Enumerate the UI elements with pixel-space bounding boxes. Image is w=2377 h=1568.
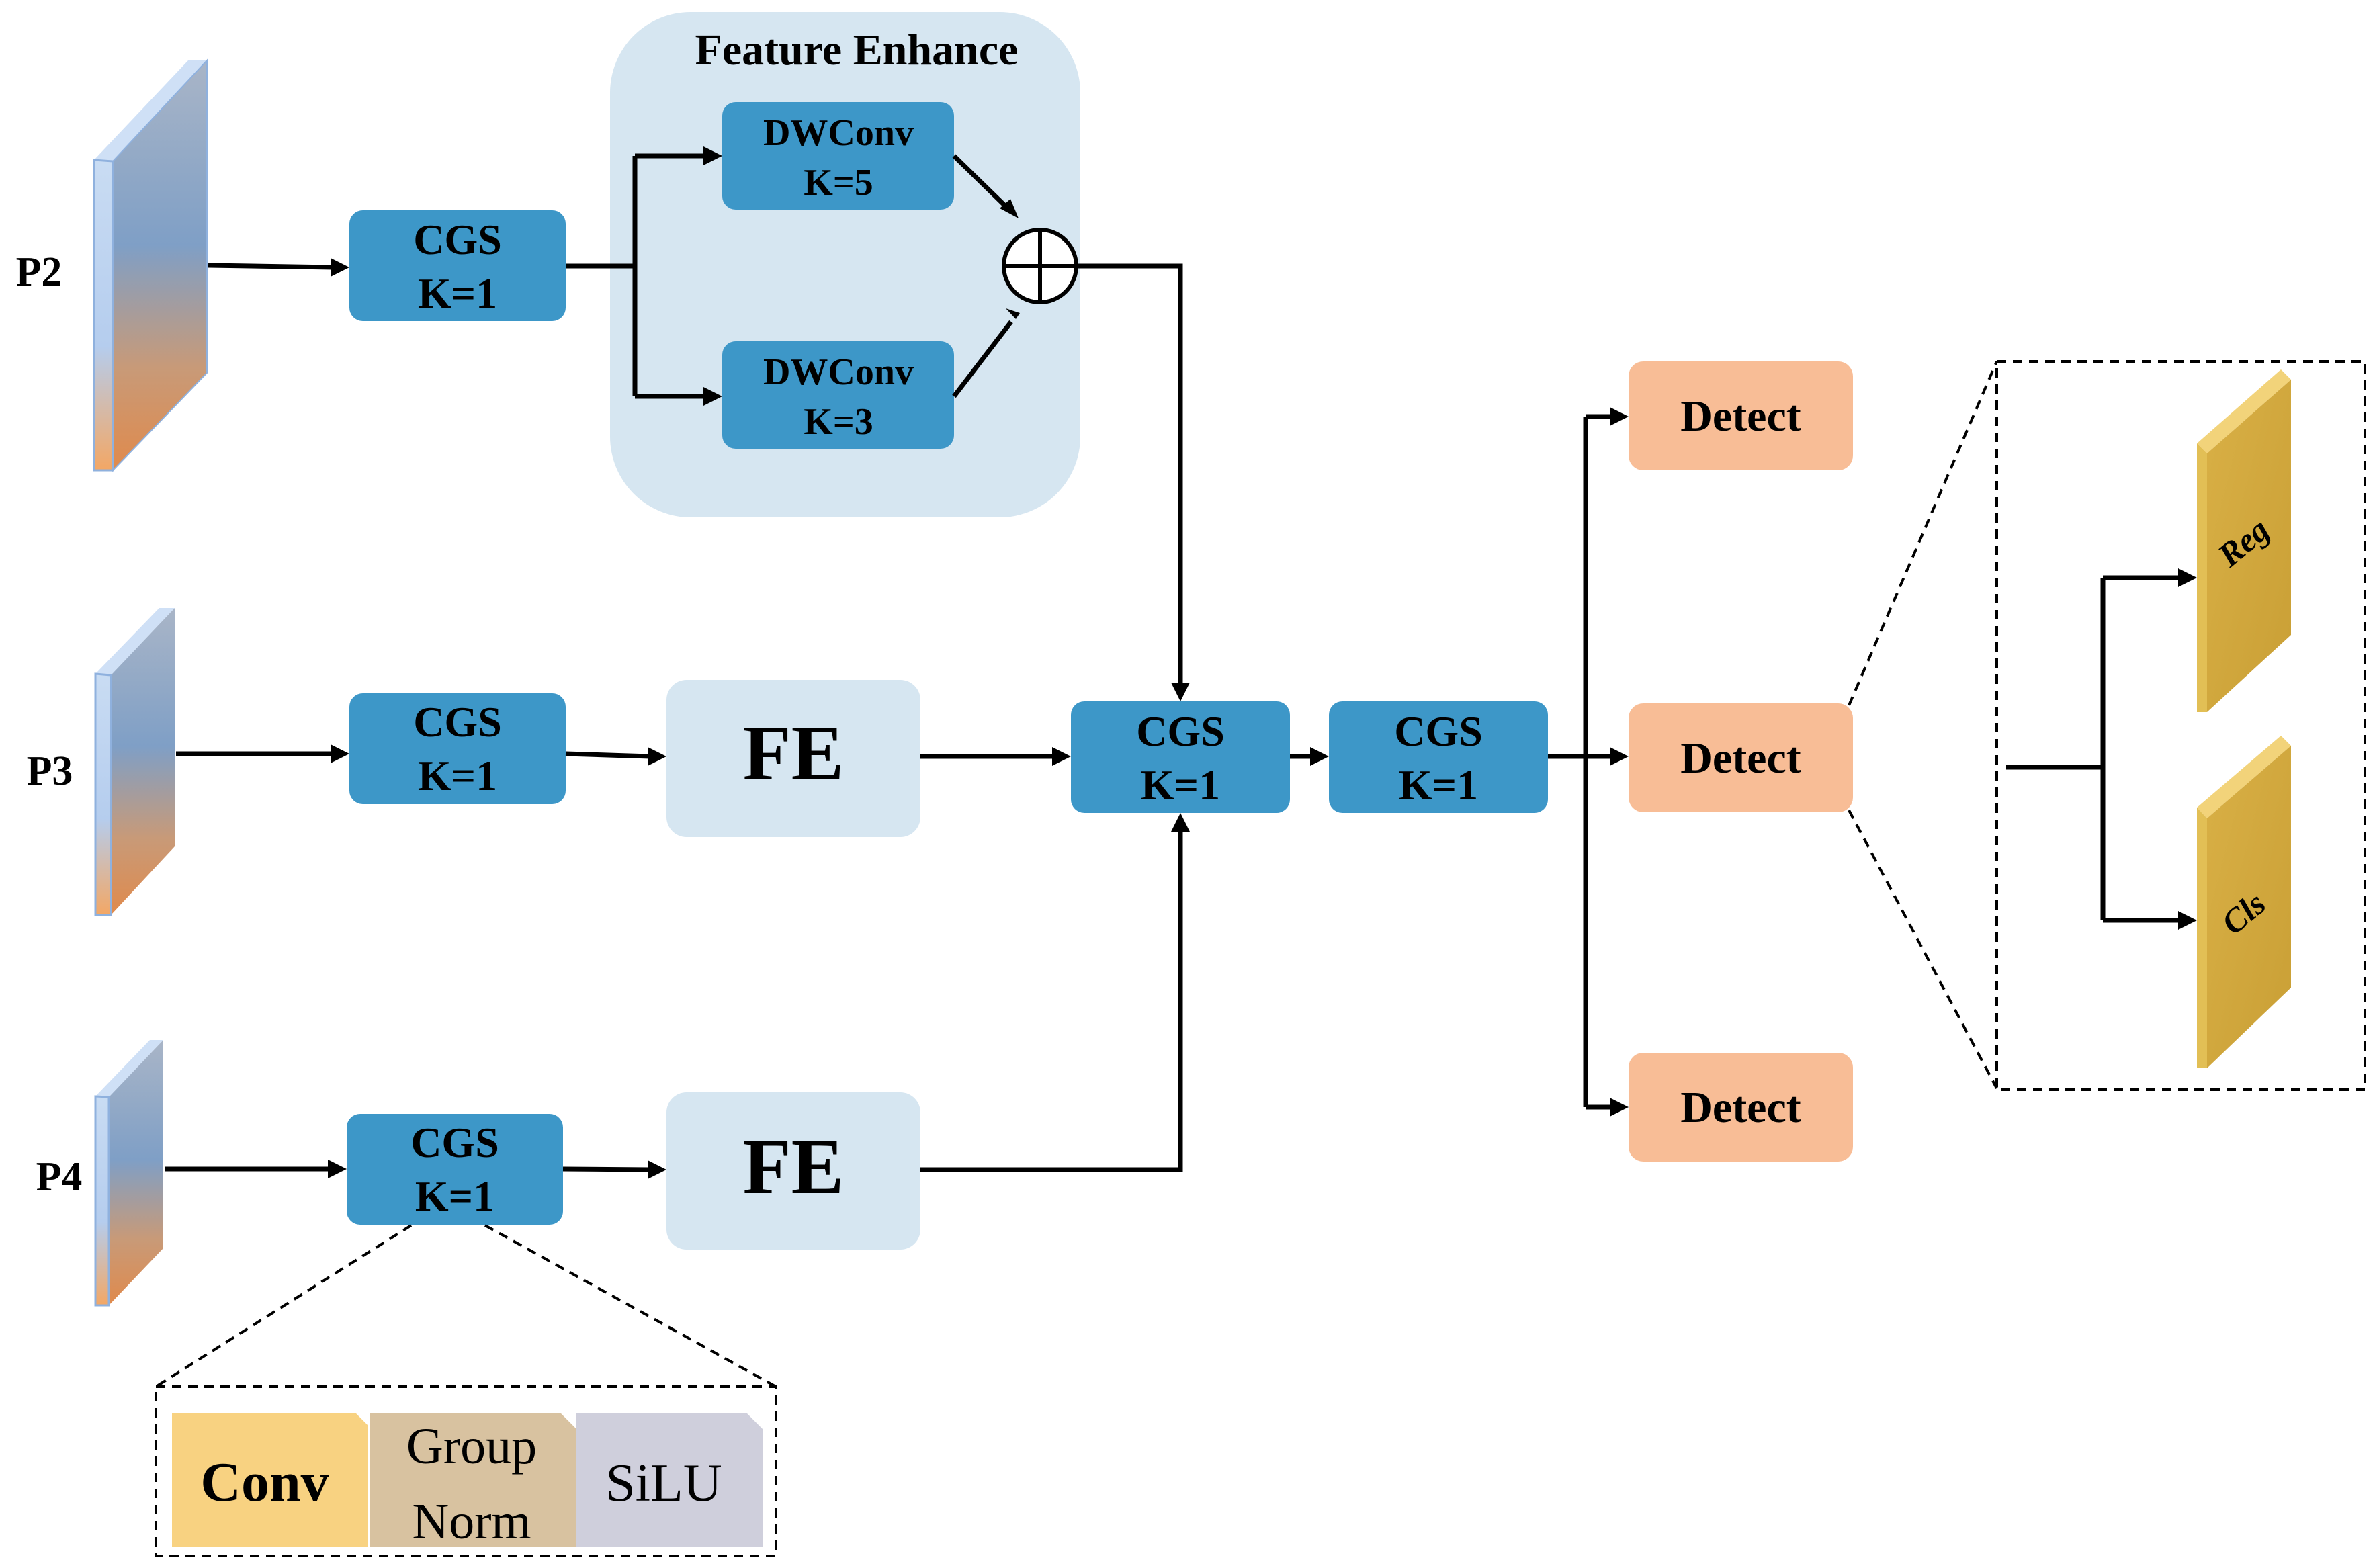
feature-map-p2	[93, 58, 208, 472]
fe-box-p3: FE	[666, 680, 920, 837]
cgs-out-line1: CGS	[1394, 707, 1483, 755]
detect-box-top: Detect	[1629, 361, 1853, 470]
cgs-p4-line1: CGS	[410, 1119, 499, 1166]
cgs-merge-line2: K=1	[1141, 761, 1220, 809]
cgs-zoom-callout	[155, 1224, 777, 1557]
arrowheads	[328, 146, 2197, 1179]
detect-box-middle: Detect	[1629, 703, 1853, 812]
cgs-box-p4: CGS K=1	[347, 1114, 563, 1225]
cgs-merge-line1: CGS	[1136, 707, 1225, 755]
connections	[165, 153, 2182, 1172]
feature-map-p3	[94, 608, 175, 916]
cgs-p3-line1: CGS	[413, 698, 502, 746]
detect-zoom-callout	[1848, 360, 2366, 1091]
cls-head: Cls	[2197, 736, 2291, 1068]
detect-middle-label: Detect	[1680, 734, 1801, 783]
groupnorm-block: Group Norm	[370, 1413, 576, 1550]
silu-label: SiLU	[605, 1454, 722, 1513]
conv-label: Conv	[200, 1451, 329, 1514]
cgs-p3-line2: K=1	[418, 752, 497, 799]
feature-map-p4	[94, 1040, 163, 1307]
fe-p4-label: FE	[743, 1123, 845, 1211]
detect-top-label: Detect	[1680, 392, 1801, 441]
cgs-box-p3: CGS K=1	[349, 693, 566, 804]
cgs-p4-line2: K=1	[415, 1172, 494, 1220]
reg-head: Reg	[2197, 369, 2291, 712]
cgs-box-out: CGS K=1	[1329, 701, 1548, 813]
fe-p3-label: FE	[743, 709, 845, 797]
groupnorm-line2: Norm	[412, 1493, 531, 1550]
dwconv-k3-line2: K=3	[804, 401, 873, 443]
dwconv-k3-line1: DWConv	[763, 351, 914, 393]
detect-bottom-label: Detect	[1680, 1083, 1801, 1132]
cgs-box-merge: CGS K=1	[1071, 701, 1290, 813]
label-p3: P3	[27, 748, 73, 794]
fe-box-p4: FE	[666, 1092, 920, 1250]
cgs-box-p2: CGS K=1	[349, 210, 566, 321]
silu-block: SiLU	[576, 1413, 763, 1547]
add-operator-icon	[1002, 228, 1078, 304]
cgs-p2-line1: CGS	[413, 216, 502, 263]
dwconv-k3-box	[722, 341, 954, 449]
detect-box-bottom: Detect	[1629, 1053, 1853, 1162]
dwconv-k5-line1: DWConv	[763, 112, 914, 154]
feature-enhance-title: Feature Enhance	[695, 26, 1019, 75]
cgs-p2-line2: K=1	[418, 269, 497, 317]
cgs-out-line2: K=1	[1399, 761, 1478, 809]
label-p4: P4	[36, 1154, 83, 1200]
conv-block: Conv	[172, 1413, 368, 1547]
label-p2: P2	[16, 249, 62, 295]
groupnorm-line1: Group	[406, 1418, 537, 1475]
dwconv-k5-box	[722, 102, 954, 210]
dwconv-k5-line2: K=5	[804, 162, 873, 204]
